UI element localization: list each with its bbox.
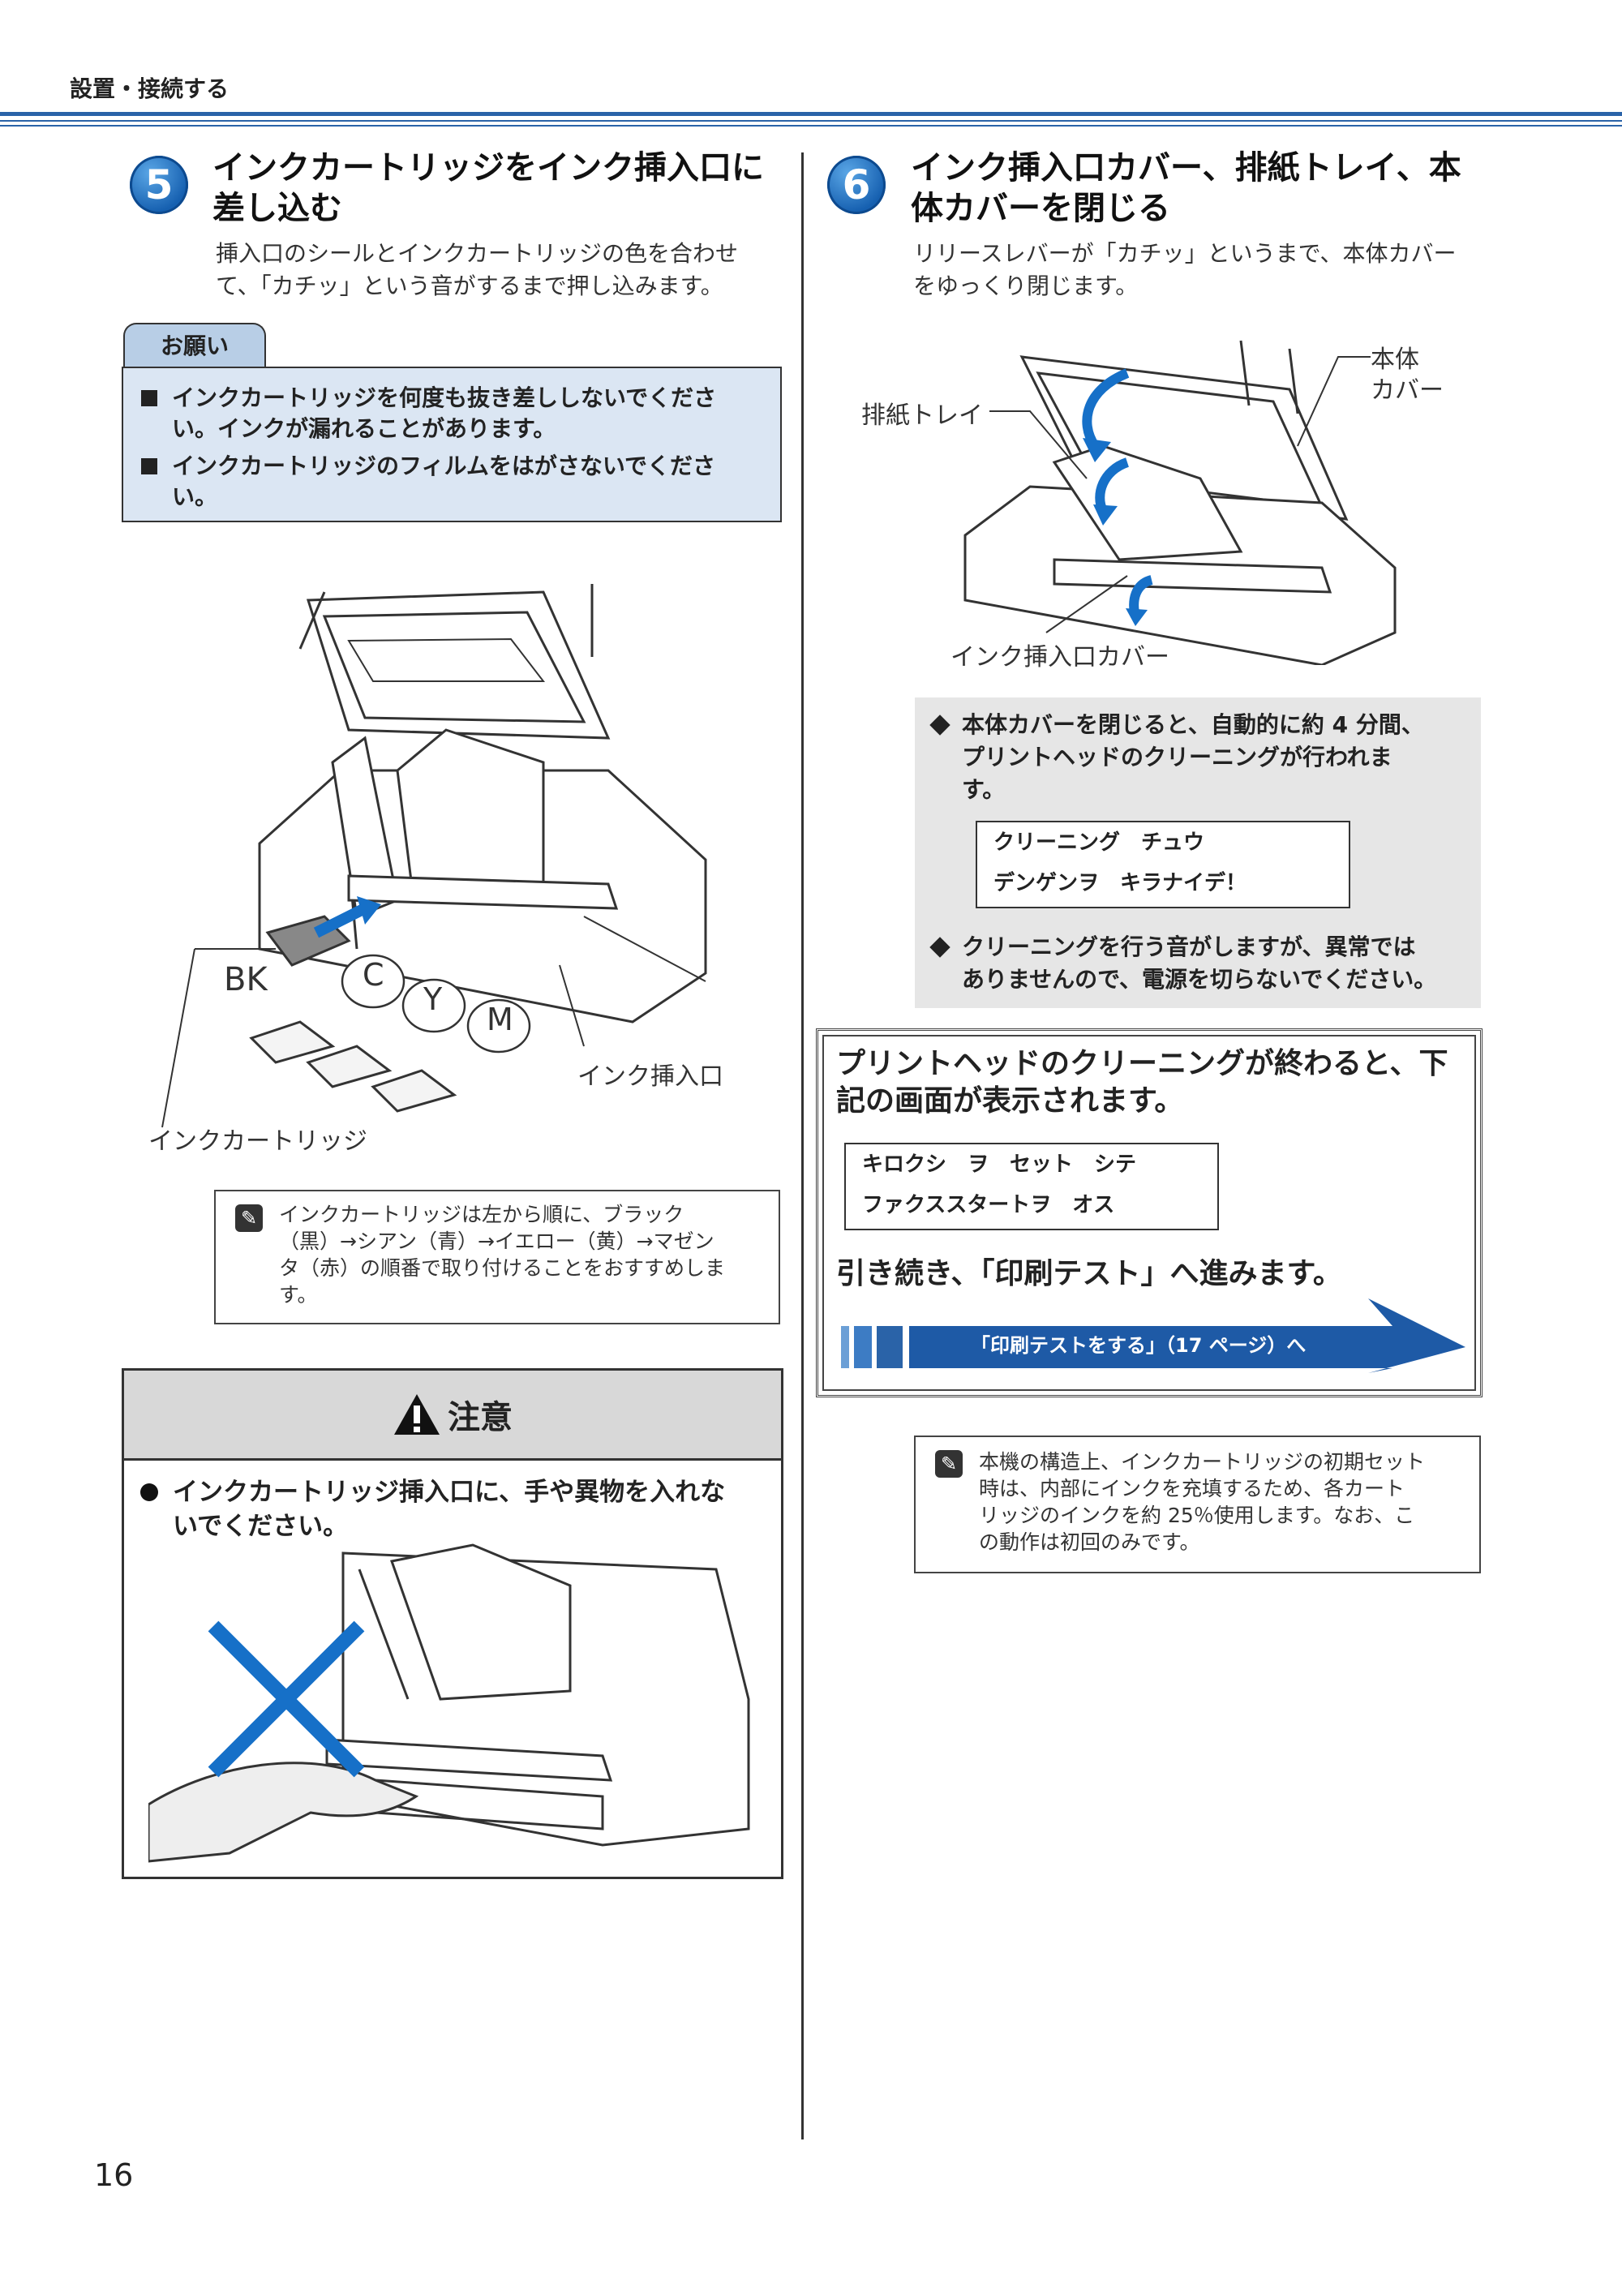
result-line1: プリントヘッドのクリーニングが終わると、下: [836, 1047, 1448, 1080]
step5-description: 挿入口のシールとインクカートリッジの色を合わせ て、「カチッ」という音がするまで…: [216, 238, 738, 303]
arrow-head-icon: [357, 896, 381, 925]
square-bullet-icon: [141, 390, 157, 406]
note-line1: インクカートリッジは左から順に、ブラック: [279, 1203, 684, 1226]
step6-title-line2: 体カバーを閉じる: [911, 190, 1170, 227]
step5-title-line1: インクカートリッジをインク挿入口に: [212, 149, 764, 187]
note-icon: ✎: [235, 1204, 263, 1232]
request-item-1-line1: インクカートリッジを何度も抜き差ししないでくださ: [172, 384, 717, 411]
label-c: C: [363, 957, 384, 993]
square-bullet-icon: [141, 458, 157, 474]
step-number-6: 6: [827, 156, 886, 214]
request-item-2-line1: インクカートリッジのフィルムをはがさないでくださ: [172, 453, 716, 479]
link-arrow-banner: [841, 1298, 1465, 1373]
insert-arrow: [313, 903, 368, 938]
page-number: 16: [94, 2157, 134, 2193]
label-m: M: [487, 1002, 513, 1037]
note2-line4: の動作は初回のみです。: [979, 1530, 1200, 1554]
header-rule-thin: [0, 120, 1622, 122]
label-main-cover-line1: 本体: [1371, 345, 1419, 374]
result-box: プリントヘッドのクリーニングが終わると、下 記の画面が表示されます。 キロクシ …: [816, 1028, 1483, 1397]
result-line2: 記の画面が表示されます。: [836, 1084, 1184, 1118]
caution-illustration: [148, 1543, 750, 1863]
color-callouts: [341, 954, 531, 1054]
diamond-bullet-icon: [929, 715, 950, 736]
label-ink-cartridge: インクカートリッジ: [148, 1127, 367, 1156]
warning-icon: [394, 1394, 440, 1435]
step5-desc-line1: 挿入口のシールとインクカートリッジの色を合わせ: [216, 240, 739, 267]
next-page-link-label[interactable]: 「印刷テストをする」（17 ページ）へ: [971, 1334, 1307, 1357]
panel-item1-line1: 本体カバーを閉じると、自動的に約 4 分間、: [962, 711, 1424, 738]
step6-desc-line2: をゆっくり閉じます。: [913, 273, 1139, 299]
step5-title: インクカートリッジをインク挿入口に 差し込む: [212, 148, 764, 229]
request-tab: お願い: [123, 323, 266, 368]
next-step-text: 引き続き、「印刷テスト」へ進みます。: [836, 1257, 1342, 1290]
step6-title: インク挿入口カバー、排紙トレイ、本 体カバーを閉じる: [911, 148, 1461, 229]
lcd-ready-line2: ファクススタートヲ オス: [862, 1193, 1115, 1217]
caution-item: インクカートリッジ挿入口に、手や異物を入れな いでください。: [124, 1475, 781, 1543]
step-number-5: 5: [130, 156, 188, 214]
lcd-display-ready: キロクシ ヲ セット シテ ファクススタートヲ オス: [844, 1143, 1219, 1230]
caution-line1: インクカートリッジ挿入口に、手や異物を入れな: [173, 1478, 726, 1507]
note-icon: ✎: [935, 1450, 963, 1478]
request-box: インクカートリッジを何度も抜き差ししないでくださ い。インクが漏れることがありま…: [122, 367, 782, 522]
prohibited-x-icon: [208, 1620, 365, 1778]
panel-item2-line1: クリーニングを行う音がしますが、異常では: [962, 933, 1416, 960]
cleaning-info-panel: 本体カバーを閉じると、自動的に約 4 分間、 プリントヘッドのクリーニングが行わ…: [915, 697, 1481, 1008]
panel-item-1: 本体カバーを閉じると、自動的に約 4 分間、 プリントヘッドのクリーニングが行わ…: [915, 709, 1481, 806]
label-ink-slot: インク挿入口: [577, 1062, 723, 1091]
note2-line2: 時は、内部にインクを充填するため、各カート: [979, 1477, 1405, 1500]
cartridge-install-illustration: [161, 584, 707, 1128]
panel-item1-line3: す。: [962, 776, 1006, 803]
column-divider: [801, 152, 804, 2139]
lcd-ready-line1: キロクシ ヲ セット シテ: [862, 1152, 1137, 1177]
label-main-cover-line2: カバー: [1371, 376, 1444, 405]
caution-title: 注意: [448, 1399, 513, 1436]
cartridges: [249, 915, 457, 1113]
note-line2: （黒）→シアン（青）→イエロー（黄）→マゼン: [279, 1230, 714, 1253]
panel-item-2: クリーニングを行う音がしますが、異常では ありませんので、電源を切らないでくださ…: [915, 931, 1436, 996]
note2-line1: 本機の構造上、インクカートリッジの初期セット: [979, 1450, 1426, 1474]
step6-desc-line1: リリースレバーが「カチッ」というまで、本体カバー: [913, 240, 1457, 267]
diamond-bullet-icon: [929, 937, 950, 958]
label-paper-tray: 排紙トレイ: [861, 401, 983, 430]
label-ink-cover: インク挿入口カバー: [950, 643, 1169, 672]
note-line4: す。: [279, 1283, 318, 1307]
lcd-line1: クリーニング チュウ: [993, 830, 1205, 855]
request-item-1-line2: い。インクが漏れることがあります。: [172, 415, 556, 442]
step5-desc-line2: て、「カチッ」という音がするまで押し込みます。: [216, 273, 723, 299]
header-rule: [0, 112, 1622, 116]
step6-title-line1: インク挿入口カバー、排紙トレイ、本: [911, 149, 1461, 187]
arrow-head-icon: [1093, 504, 1118, 526]
caution-line2: いでください。: [173, 1512, 349, 1541]
label-main-cover: 本体 カバー: [1371, 345, 1444, 406]
close-cover-illustration: [963, 340, 1397, 665]
arrow-head-icon: [1126, 608, 1148, 626]
panel-item1-line2: プリントヘッドのクリーニングが行われま: [962, 744, 1392, 770]
step6-description: リリースレバーが「カチッ」というまで、本体カバー をゆっくり閉じます。: [913, 238, 1456, 303]
request-item: インクカートリッジを何度も抜き差ししないでくださ い。インクが漏れることがありま…: [123, 383, 780, 444]
header-rule-thin-2: [0, 125, 1622, 127]
note-box-initial-ink: ✎ 本機の構造上、インクカートリッジの初期セット 時は、内部にインクを充填するた…: [914, 1436, 1481, 1573]
next-page-link[interactable]: 「印刷テストをする」（17 ページ）へ: [841, 1298, 1467, 1373]
request-item: インクカートリッジのフィルムをはがさないでくださ い。: [123, 451, 780, 513]
caution-header: 注意: [124, 1371, 781, 1461]
step5-title-line2: 差し込む: [212, 190, 342, 227]
lcd-display-cleaning: クリーニング チュウ デンゲンヲ キラナイデ！: [976, 821, 1350, 908]
label-y: Y: [423, 981, 443, 1017]
panel-item2-line2: ありませんので、電源を切らないでください。: [962, 966, 1437, 993]
note-line3: タ（赤）の順番で取り付けることをおすすめしま: [279, 1256, 726, 1280]
arrow-head-icon: [1083, 438, 1111, 462]
label-bk: BK: [224, 961, 268, 998]
note-box-cartridge-order: ✎ インクカートリッジは左から順に、ブラック （黒）→シアン（青）→イエロー（黄…: [214, 1190, 780, 1324]
circle-bullet-icon: [140, 1483, 158, 1501]
note2-line3: リッジのインクを約 25％使用します。なお、こ: [979, 1504, 1415, 1527]
section-header: 設置・接続する: [70, 75, 230, 102]
lcd-line2: デンゲンヲ キラナイデ！: [993, 871, 1247, 895]
caution-box: 注意 インクカートリッジ挿入口に、手や異物を入れな いでください。: [122, 1368, 783, 1879]
request-item-2-line2: い。: [172, 483, 218, 510]
result-text: プリントヘッドのクリーニングが終わると、下 記の画面が表示されます。: [836, 1045, 1448, 1120]
